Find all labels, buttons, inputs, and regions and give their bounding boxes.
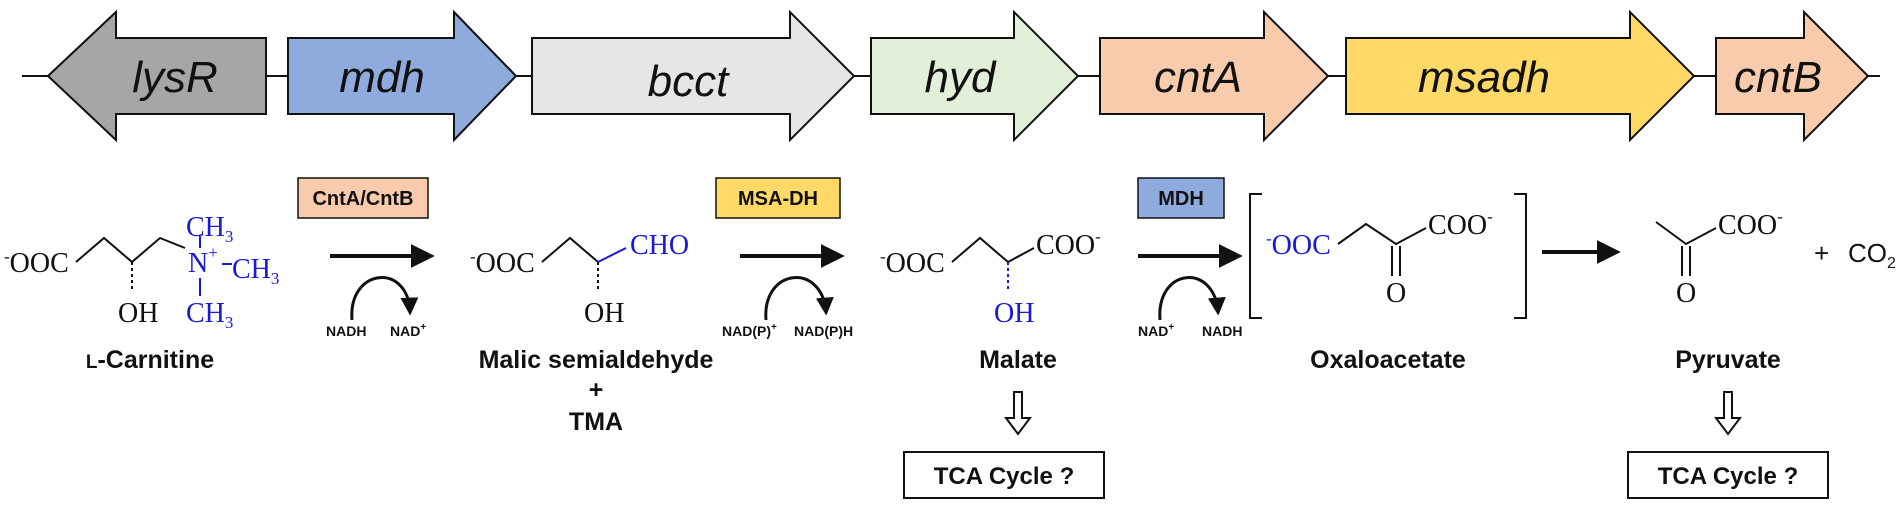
gene-arrow-mdh <box>287 9 518 143</box>
malate-carboxylate-left: -OOC <box>880 247 945 279</box>
msa-plus: + <box>589 376 604 404</box>
compound-oxaloacetate: -OOC O COO- Oxaloacetate <box>1249 193 1527 374</box>
compound-pyruvate: O COO- + CO2 Pyruvate TCA Cycle ? <box>1627 207 1896 499</box>
gene-arrow-hyd <box>870 9 1080 143</box>
gene-arrow-cntA <box>1099 9 1330 143</box>
oxaloacetate-bracket-right <box>1514 193 1527 319</box>
gene-hyd: hyd <box>870 9 1080 143</box>
compound-l-carnitine: -OOC OH N+ CH3 CH3 CH3 L-Carnitine <box>4 212 279 374</box>
reaction-step-mdh: MDH NAD+ NADH <box>1137 177 1243 339</box>
enzyme-box-mdh <box>1137 177 1225 219</box>
cofactor-3-out: NADH <box>1202 323 1242 339</box>
gene-label-lysR: lysR <box>132 53 218 102</box>
carnitine-methyl-bottom: CH3 <box>186 298 233 332</box>
gene-label-cntA: cntA <box>1154 53 1242 102</box>
gene-label-cntB: cntB <box>1734 53 1822 102</box>
gene-cluster: lysR mdh bcct hyd cntA msadh cntB <box>22 9 1880 143</box>
gene-mdh: mdh <box>287 9 518 143</box>
co2-formula: CO2 <box>1848 238 1896 272</box>
gene-bcct: bcct <box>531 9 856 143</box>
enzyme-box-msa-dh <box>715 177 841 219</box>
gene-cntA: cntA <box>1099 9 1330 143</box>
gene-arrow-lysR <box>46 9 267 143</box>
compound-malate: -OOC COO- OH Malate TCA Cycle ? <box>880 227 1105 499</box>
msa-hydroxyl: OH <box>584 298 624 329</box>
reaction-step-cnta-cntb: CntA/CntB NADH NAD+ <box>297 177 435 339</box>
reaction-step-msa-dh: MSA-DH NAD(P)+ NAD(P)H <box>715 177 853 339</box>
enzyme-label-mdh: MDH <box>1158 188 1204 210</box>
pyruvate-backbone <box>1655 221 1717 246</box>
malate-tca-box <box>903 451 1105 499</box>
cofactor-curve-1 <box>350 276 419 321</box>
gene-arrow-bcct <box>531 9 856 143</box>
carnitine-nitrogen: N+ <box>188 243 218 279</box>
tma-name: TMA <box>569 408 623 436</box>
oxaloacetate-carboxylate-right: COO- <box>1428 207 1493 241</box>
compound-malic-semialdehyde: -OOC CHO OH Malic semialdehyde + TMA <box>470 230 714 436</box>
carnitine-backbone <box>75 236 186 264</box>
cofactor-curve-2 <box>764 276 834 321</box>
gene-label-hyd: hyd <box>925 53 997 102</box>
enzyme-label-cnta-cntb: CntA/CntB <box>312 188 413 210</box>
cofactor-1-in: NADH <box>326 323 366 339</box>
cofactor-curve-3 <box>1158 276 1226 321</box>
pyruvate-name: Pyruvate <box>1675 346 1781 374</box>
msa-aldehyde-bond <box>597 247 627 263</box>
malate-tca-label: TCA Cycle ? <box>934 463 1074 490</box>
pyruvate-tca-label: TCA Cycle ? <box>1658 463 1798 490</box>
oxaloacetate-keto-oxygen: O <box>1386 278 1406 309</box>
pyruvate-fate-arrow <box>1714 391 1742 436</box>
gene-label-mdh: mdh <box>339 53 425 102</box>
malate-carboxylate-right: COO- <box>1036 227 1101 261</box>
oxaloacetate-bracket-left <box>1249 193 1262 319</box>
carnitine-name: L-Carnitine <box>86 346 214 374</box>
carnitine-carboxylate: -OOC <box>4 247 69 279</box>
cofactor-2-out: NAD(P)H <box>794 323 853 339</box>
cofactor-3-in: NAD+ <box>1138 322 1174 339</box>
pyruvate-carboxylate: COO- <box>1718 207 1783 241</box>
carnitine-hydroxyl: OH <box>118 298 158 329</box>
gene-label-bcct: bcct <box>648 57 730 106</box>
msa-name: Malic semialdehyde <box>479 346 714 374</box>
gene-lysR: lysR <box>46 9 267 143</box>
oxaloacetate-name: Oxaloacetate <box>1310 346 1466 374</box>
malate-backbone <box>951 236 1035 264</box>
oxaloacetate-carboxylate-left: -OOC <box>1266 229 1331 261</box>
gene-arrow-cntB <box>1715 9 1870 143</box>
gene-cntB: cntB <box>1715 9 1870 143</box>
pyruvate-co2-plus: + <box>1814 238 1829 268</box>
msa-aldehyde: CHO <box>630 230 689 261</box>
malate-hydroxyl: OH <box>994 298 1034 329</box>
msa-carboxylate: -OOC <box>470 247 535 279</box>
gene-msadh: msadh <box>1345 9 1696 143</box>
cofactor-2-in: NAD(P)+ <box>722 322 777 339</box>
gene-label-msadh: msadh <box>1418 53 1550 102</box>
gene-arrow-msadh <box>1345 9 1696 143</box>
malate-fate-arrow <box>1004 391 1032 436</box>
pyruvate-tca-box <box>1627 451 1829 499</box>
enzyme-box-cnta-cntb <box>297 177 429 219</box>
carnitine-methyl-right: CH3 <box>232 254 279 288</box>
msa-backbone <box>541 236 599 263</box>
oxaloacetate-backbone <box>1337 222 1427 246</box>
cofactor-1-out: NAD+ <box>390 322 426 339</box>
pyruvate-keto-oxygen: O <box>1676 278 1696 309</box>
enzyme-label-msa-dh: MSA-DH <box>738 188 818 210</box>
malate-name: Malate <box>979 346 1057 374</box>
carnitine-methyl-top: CH3 <box>186 212 233 246</box>
